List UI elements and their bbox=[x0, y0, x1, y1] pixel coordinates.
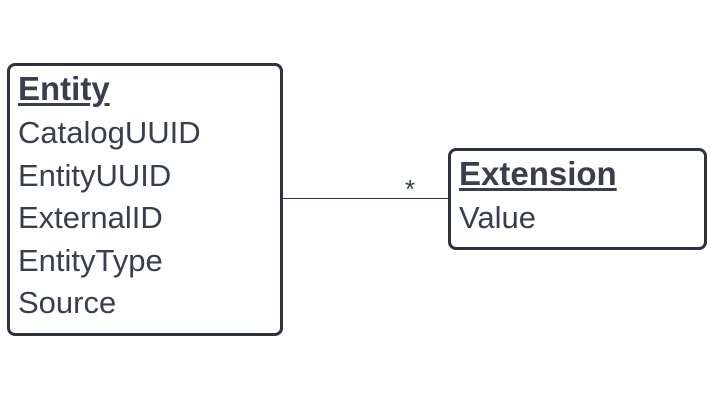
entity-attribute-source: Source bbox=[18, 285, 117, 320]
entity-title: Entity bbox=[18, 70, 110, 107]
entity-attribute-external-id: ExternalID bbox=[18, 200, 163, 235]
entity-attribute-entity-uuid: EntityUUID bbox=[18, 158, 172, 193]
extension-class-box[interactable]: Extension Value bbox=[448, 148, 707, 250]
entity-attribute-catalog-uuid: CatalogUUID bbox=[18, 115, 201, 150]
entity-class-box[interactable]: Entity CatalogUUID EntityUUID ExternalID… bbox=[7, 63, 283, 336]
extension-title: Extension bbox=[459, 155, 617, 192]
multiplicity-label: * bbox=[405, 174, 416, 204]
entity-attribute-entity-type: EntityType bbox=[18, 243, 163, 278]
association-line bbox=[283, 198, 449, 199]
extension-attribute-value: Value bbox=[459, 200, 536, 235]
